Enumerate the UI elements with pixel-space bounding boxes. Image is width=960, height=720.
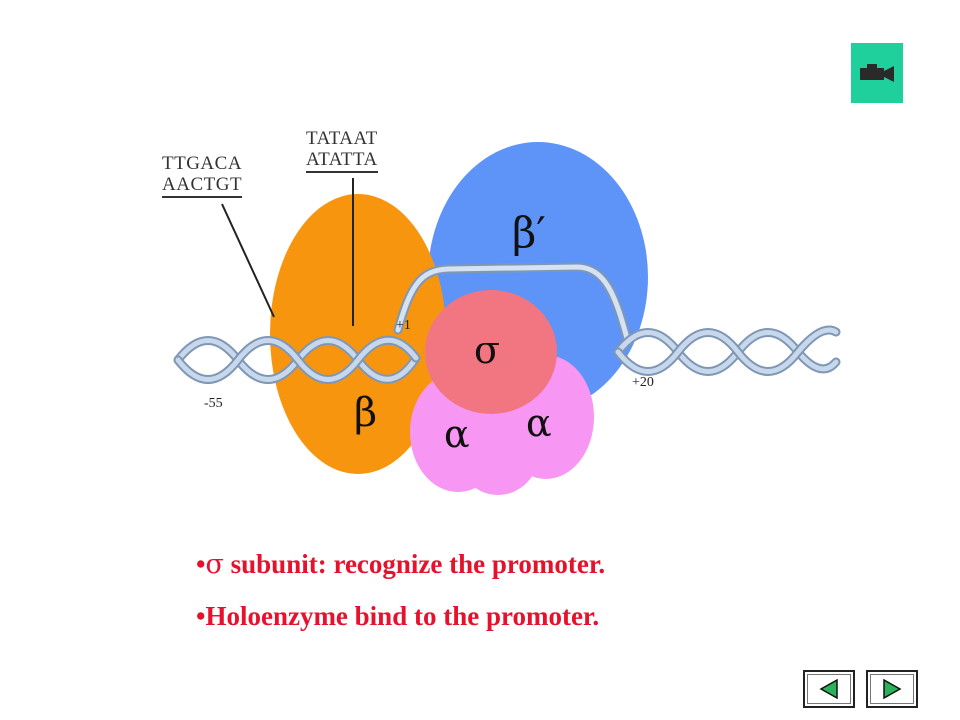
- sigma-symbol: σ: [205, 549, 224, 580]
- position-minus55: -55: [204, 396, 223, 411]
- dna-helix-right: [613, 325, 841, 376]
- beta-subunit: [270, 194, 446, 474]
- sigma-label: σ: [474, 328, 500, 372]
- arrow-left-icon: [819, 678, 838, 700]
- diagram-drawing: [173, 142, 841, 495]
- bullet-text-1: subunit: recognize the promoter.: [223, 549, 606, 579]
- bullet-item-2: •Holoenzyme bind to the promoter.: [196, 601, 600, 631]
- sequence-minus35: TTGACA AACTGT: [162, 153, 243, 198]
- sequence-minus10-bottom: ATATTA: [306, 149, 378, 170]
- position-plus20: +20: [632, 375, 654, 390]
- video-camera-icon: [860, 64, 894, 82]
- sigma-subunit: [425, 290, 557, 414]
- dna-open-bubble: [393, 262, 633, 347]
- bullet-item-1: •σ subunit: recognize the promoter.: [196, 549, 606, 580]
- sequence-minus35-bottom: AACTGT: [162, 174, 243, 195]
- beta-prime-label: β′: [512, 208, 546, 257]
- alpha-label-left: α: [444, 412, 470, 456]
- previous-button[interactable]: [803, 670, 855, 708]
- alpha-label-right: α: [526, 401, 552, 445]
- position-plus1: +1: [396, 318, 411, 333]
- sequence-minus10-top: TATAAT: [306, 128, 378, 149]
- dna-helix-left: [173, 335, 421, 384]
- next-button[interactable]: [866, 670, 918, 708]
- rna-polymerase-diagram: TTGACA AACTGT TATAAT ATATTA -55 +1 +20 β…: [148, 112, 848, 510]
- bullet-text-2: Holoenzyme bind to the promoter.: [205, 601, 600, 631]
- leader-line-35: [221, 203, 275, 318]
- bullet-list: •σ subunit: recognize the promoter. •Hol…: [196, 546, 605, 650]
- beta-label: β: [354, 390, 378, 436]
- sequence-minus10: TATAAT ATATTA: [306, 128, 378, 173]
- sequence-minus35-top: TTGACA: [162, 153, 243, 174]
- arrow-right-icon: [883, 678, 902, 700]
- video-button[interactable]: [851, 43, 903, 103]
